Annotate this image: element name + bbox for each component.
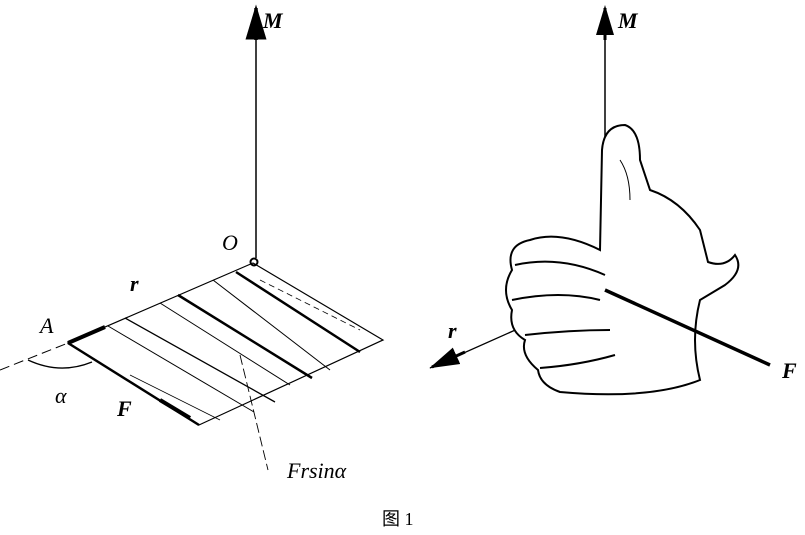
left-radius-label: r <box>130 271 139 296</box>
point-a-label: A <box>40 313 54 338</box>
right-force-label: F <box>782 358 797 383</box>
left-moment-label: M <box>263 8 283 33</box>
right-radius-label: r <box>448 318 457 343</box>
radius-arrow <box>429 347 466 369</box>
hand-drawing <box>505 123 740 396</box>
figure-caption: 图 1 <box>382 509 414 529</box>
parallelogram <box>0 262 385 471</box>
angle-label: α <box>55 383 67 408</box>
area-label: Frsinα <box>287 458 347 483</box>
left-force-label: F <box>117 396 132 421</box>
origin-label: O <box>222 230 238 255</box>
force-vector <box>604 288 771 367</box>
right-moment-label: M <box>618 8 638 33</box>
